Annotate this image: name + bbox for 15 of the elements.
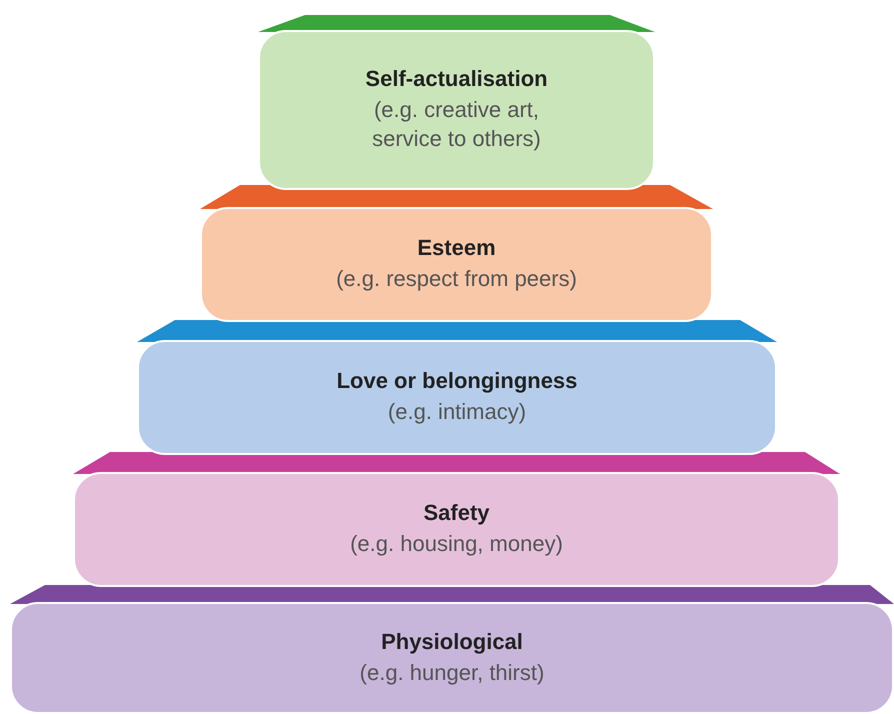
- pyramid-level: [73, 472, 840, 587]
- pyramid-level: [200, 207, 713, 322]
- pyramid-level: [258, 30, 655, 190]
- level-example: (e.g. housing, money): [350, 530, 563, 558]
- level-title: Safety: [423, 500, 490, 526]
- level-title: Self-actualisation: [365, 66, 548, 92]
- level-title: Physiological: [381, 628, 523, 655]
- level-example: (e.g. intimacy): [388, 398, 526, 426]
- level-example: (e.g. respect from peers): [336, 265, 577, 294]
- level-example: (e.g. hunger, thirst): [360, 658, 544, 687]
- level-example: (e.g. creative art, service to others): [371, 96, 542, 153]
- level-title: Esteem: [417, 235, 496, 262]
- level-title: Love or belongingness: [336, 368, 578, 394]
- pyramid-level: [10, 602, 894, 714]
- pyramid-level: [137, 340, 777, 455]
